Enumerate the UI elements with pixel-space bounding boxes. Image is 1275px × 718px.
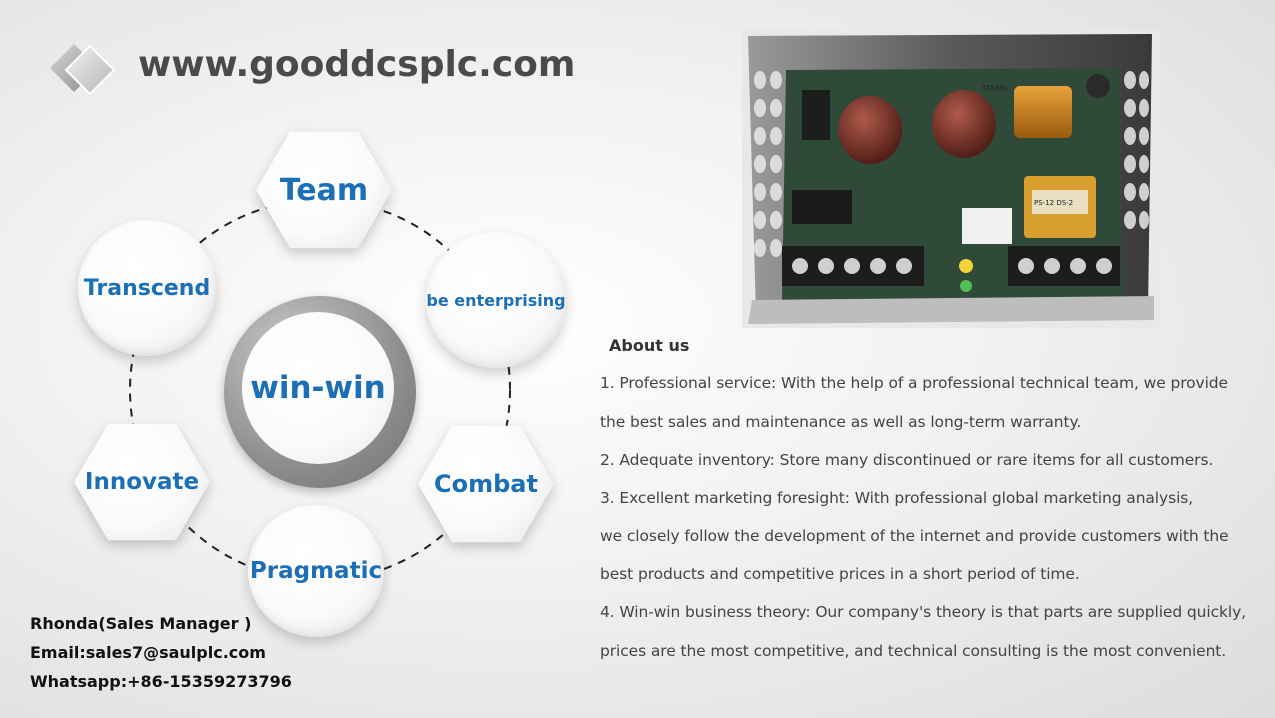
node-innovate-label: Innovate — [74, 423, 210, 541]
node-transcend: Transcend — [78, 220, 216, 356]
contact-name: Rhonda(Sales Manager ) — [30, 614, 252, 633]
board-label-1: TKS561 — [981, 84, 1009, 92]
product-image: TKS561 PS-12 DS-2 — [742, 30, 1160, 328]
node-pragmatic: Pragmatic — [248, 505, 384, 637]
about-line: 2. Adequate inventory: Store many discon… — [600, 451, 1214, 469]
about-line: we closely follow the development of the… — [600, 527, 1229, 545]
node-combat: Combat — [418, 422, 554, 546]
about-line: 1. Professional service: With the help o… — [600, 374, 1228, 392]
node-be-enterprising: be enterprising — [426, 232, 566, 368]
dashed-ring — [129, 199, 511, 581]
about-line: the best sales and maintenance as well a… — [600, 413, 1082, 431]
about-line: best products and competitive prices in … — [600, 565, 1080, 583]
center-win-win: win-win — [242, 312, 394, 464]
node-team: Team — [256, 128, 392, 252]
about-line: prices are the most competitive, and tec… — [600, 642, 1227, 660]
about-line: 4. Win-win business theory: Our company'… — [600, 603, 1247, 621]
site-url[interactable]: www.gooddcsplc.com — [138, 44, 576, 85]
diamond-logo-icon — [50, 44, 116, 96]
node-team-label: Team — [256, 131, 392, 249]
contact-email[interactable]: Email:sales7@saulplc.com — [30, 643, 266, 662]
contact-whatsapp[interactable]: Whatsapp:+86-15359273796 — [30, 672, 292, 691]
about-line: 3. Excellent marketing foresight: With p… — [600, 489, 1194, 507]
about-title: About us — [609, 336, 690, 355]
node-combat-label: Combat — [418, 425, 554, 543]
board-label-2: PS-12 DS-2 — [1034, 199, 1073, 207]
node-innovate: Innovate — [74, 420, 210, 544]
